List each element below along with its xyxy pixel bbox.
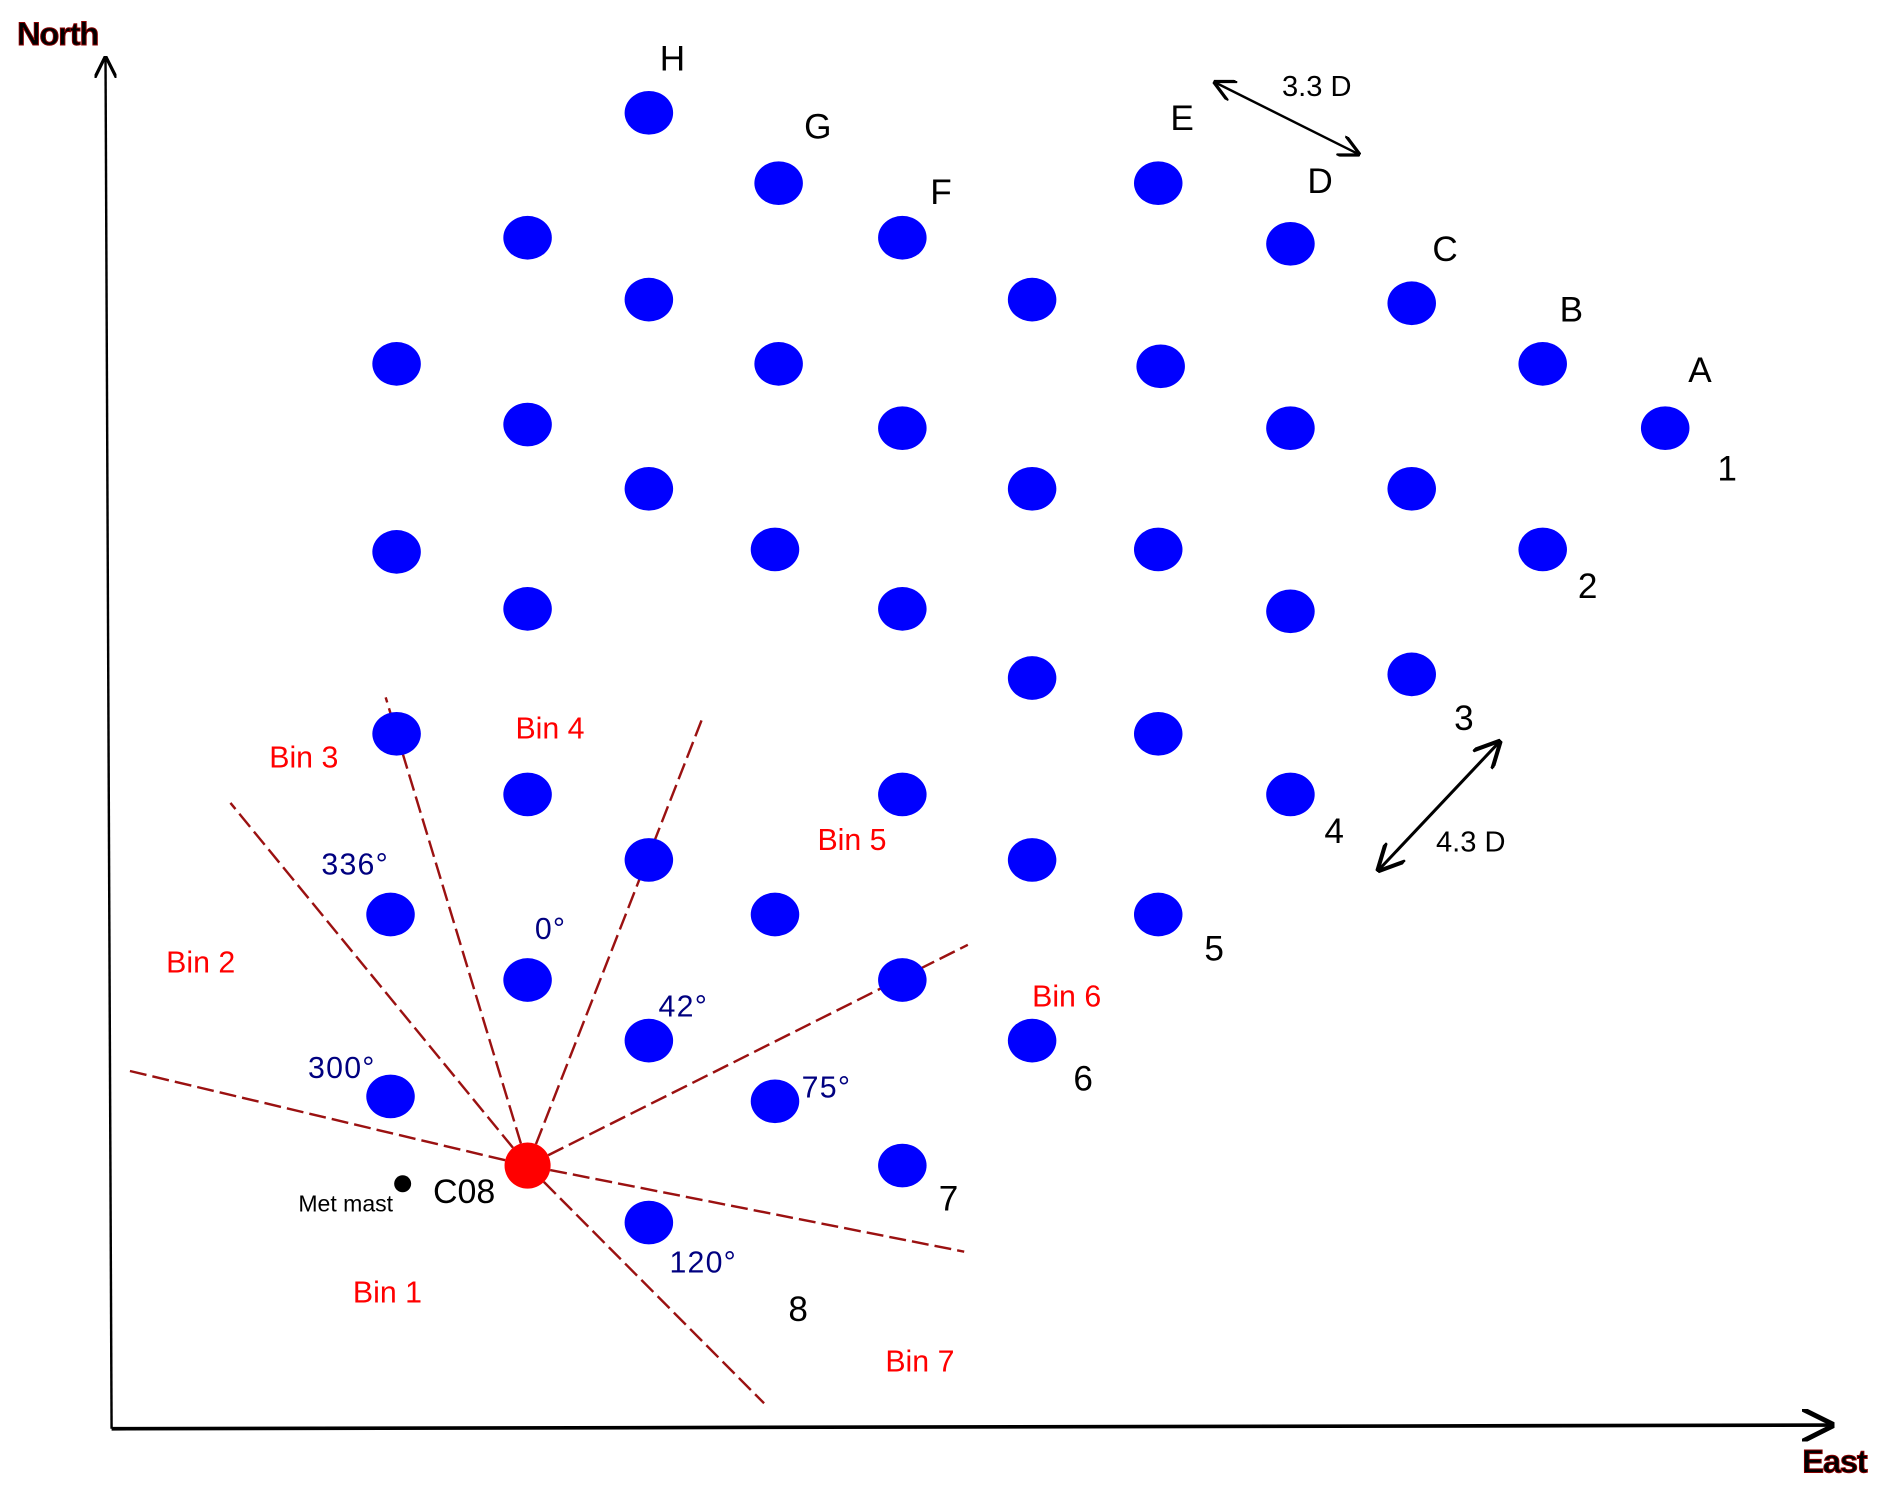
met-mast-label: Met mast — [298, 1191, 393, 1217]
column-label-f: F — [930, 173, 951, 212]
spacing-label-3-3d: 3.3 D — [1282, 71, 1352, 103]
angle-0-label: 0° — [535, 913, 566, 946]
turbine-marker — [750, 1079, 800, 1124]
turbine-marker — [503, 402, 552, 447]
turbine-marker — [878, 587, 927, 631]
angle-75-label: 75° — [802, 1072, 851, 1105]
turbine-marker — [1387, 652, 1436, 697]
bin-5-label: Bin 5 — [817, 824, 886, 857]
turbine-marker — [878, 1143, 927, 1188]
column-label-a: A — [1688, 351, 1712, 390]
sector-boundary-line — [527, 943, 969, 1167]
row-label-7: 7 — [939, 1179, 959, 1218]
angle-42-label: 42° — [659, 990, 708, 1023]
east-label: East — [1802, 1442, 1868, 1479]
turbine-marker — [1007, 277, 1057, 322]
c08-label: C08 — [433, 1173, 495, 1211]
turbine-marker — [503, 772, 552, 817]
turbine-marker — [1133, 711, 1183, 756]
column-label-g: G — [804, 107, 831, 146]
row-label-3: 3 — [1454, 699, 1474, 738]
turbine-marker — [878, 406, 927, 450]
turbine-marker — [878, 958, 927, 1002]
sector-lines — [129, 697, 969, 1405]
turbine-marker — [1133, 527, 1183, 572]
reference-turbine-c08 — [504, 1142, 551, 1189]
turbine-marker — [503, 958, 552, 1002]
turbine-marker — [1640, 406, 1690, 450]
turbine-marker — [1007, 838, 1057, 882]
turbines — [366, 91, 1690, 1245]
turbine-marker — [372, 711, 421, 756]
turbine-marker — [624, 1018, 674, 1063]
bin-4-label: Bin 4 — [515, 713, 584, 746]
column-label-d: D — [1307, 162, 1332, 201]
sector-boundary-line — [527, 1164, 965, 1253]
spacing-label-4-3d: 4.3 D — [1436, 826, 1506, 858]
north-label: North — [17, 15, 98, 52]
turbine-marker — [624, 1200, 674, 1245]
angle-120-label: 120° — [669, 1246, 737, 1279]
met-mast-marker — [394, 1175, 412, 1193]
sector-boundary-line — [384, 697, 529, 1166]
turbine-marker — [624, 838, 674, 882]
turbine-marker — [366, 1074, 415, 1119]
turbine-marker — [754, 161, 803, 206]
turbine-marker — [754, 342, 803, 386]
column-label-c: C — [1432, 230, 1457, 269]
sector-boundary-line — [229, 802, 529, 1167]
bin-1-label: Bin 1 — [353, 1277, 422, 1310]
turbine-marker — [1136, 344, 1185, 389]
row-label-5: 5 — [1204, 930, 1224, 969]
sector-boundary-line — [526, 1164, 765, 1405]
east-axis — [111, 1425, 1832, 1429]
turbine-marker — [1266, 406, 1315, 450]
sector-boundary-line — [526, 715, 705, 1167]
turbine-marker — [503, 215, 552, 260]
north-axis — [106, 58, 112, 1429]
turbine-marker — [878, 215, 927, 260]
bin-3-label: Bin 3 — [269, 742, 338, 775]
turbine-marker — [1387, 281, 1436, 326]
turbine-marker — [503, 587, 552, 631]
turbine-marker — [624, 466, 674, 511]
turbine-marker — [624, 91, 674, 135]
turbine-marker — [1266, 589, 1315, 634]
turbine-marker — [372, 342, 421, 386]
turbine-marker — [1007, 656, 1057, 700]
row-label-4: 4 — [1324, 812, 1344, 851]
bin-7-label: Bin 7 — [885, 1346, 954, 1379]
row-label-2: 2 — [1578, 567, 1598, 606]
bin-6-label: Bin 6 — [1032, 981, 1101, 1014]
turbine-marker — [1133, 892, 1183, 937]
turbine-marker — [750, 527, 800, 572]
turbine-marker — [1133, 161, 1183, 206]
spacing-arrow-3-3d — [1215, 83, 1358, 155]
angle-300-label: 300° — [308, 1052, 376, 1085]
turbine-marker — [1007, 466, 1057, 511]
angle-336-label: 336° — [321, 848, 389, 881]
turbine-marker — [372, 530, 421, 574]
bin-2-label: Bin 2 — [166, 947, 235, 980]
turbine-marker — [624, 277, 674, 322]
turbine-marker — [1518, 527, 1567, 572]
turbine-marker — [878, 772, 927, 817]
turbine-marker — [1007, 1018, 1057, 1063]
turbine-marker — [1518, 342, 1567, 386]
row-label-8: 8 — [788, 1290, 808, 1329]
column-label-h: H — [660, 39, 685, 78]
turbine-marker — [1266, 221, 1315, 266]
turbine-marker — [1387, 466, 1436, 511]
turbine-marker — [750, 892, 800, 937]
turbine-marker — [366, 892, 415, 937]
spacing-arrow-4-3d — [1379, 742, 1499, 869]
turbine-marker — [1266, 772, 1315, 817]
column-label-b: B — [1560, 290, 1583, 329]
row-label-1: 1 — [1717, 449, 1737, 488]
row-label-6: 6 — [1073, 1059, 1093, 1098]
column-label-e: E — [1170, 99, 1193, 138]
